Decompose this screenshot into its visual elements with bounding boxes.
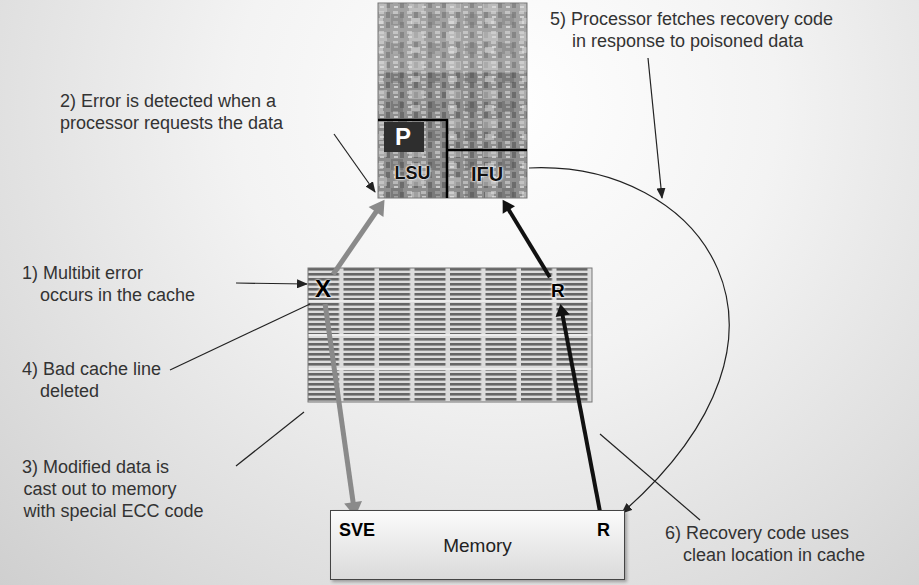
arrow-head: [556, 304, 570, 317]
leader-line: [648, 58, 662, 198]
leader-line: [334, 134, 375, 192]
arrow-shaft: [333, 211, 377, 275]
data-flow-arrow: [333, 200, 384, 275]
callout-text: 6) Recovery code uses clean location in …: [665, 522, 867, 566]
node-text: SVE: [339, 519, 375, 541]
callout-text: 1) Multibit error occurs in the cache: [22, 262, 197, 306]
arrow-shaft: [325, 304, 353, 504]
node-text: X: [315, 276, 331, 302]
callout-text: 4) Bad cache line deleted: [22, 358, 163, 402]
data-flow-arrow: [503, 200, 550, 278]
node-text: Memory: [443, 534, 512, 557]
poison-mark: P: [395, 124, 411, 150]
memory-tag: SVE: [337, 519, 377, 541]
arrow-head: [369, 200, 385, 217]
callout-text: 5) Processor fetches recovery code in re…: [550, 8, 835, 52]
node-text: LSU: [395, 162, 431, 184]
recovery-fetch-curve: [529, 168, 729, 513]
node-text: IFU: [471, 162, 503, 186]
leader-line: [170, 304, 310, 370]
node-text: R: [551, 279, 565, 302]
leader-line: [236, 283, 307, 284]
unit-region: IFU: [447, 150, 527, 198]
arrow-shaft: [508, 209, 550, 277]
node-text: R: [597, 519, 610, 541]
data-flow-arrow: [556, 304, 601, 517]
data-flow-arrow: [325, 304, 362, 517]
callout-text: 2) Error is detected when a processor re…: [60, 90, 285, 134]
unit-region: LSU: [378, 120, 447, 198]
leader-line: [600, 434, 700, 520]
callout-text: 3) Modified data is cast out to memory w…: [22, 456, 205, 522]
arrow-head: [503, 200, 515, 214]
memory-box: Memory SVE R: [330, 510, 625, 580]
leader-line: [236, 412, 304, 466]
cache-line-tag: R: [548, 279, 568, 302]
memory-tag: R: [595, 519, 612, 541]
processor-die: [378, 3, 527, 198]
cache-array: [308, 268, 592, 402]
arrow-shaft: [562, 315, 601, 517]
poison-block: [384, 122, 424, 152]
error-mark: X: [312, 276, 334, 302]
